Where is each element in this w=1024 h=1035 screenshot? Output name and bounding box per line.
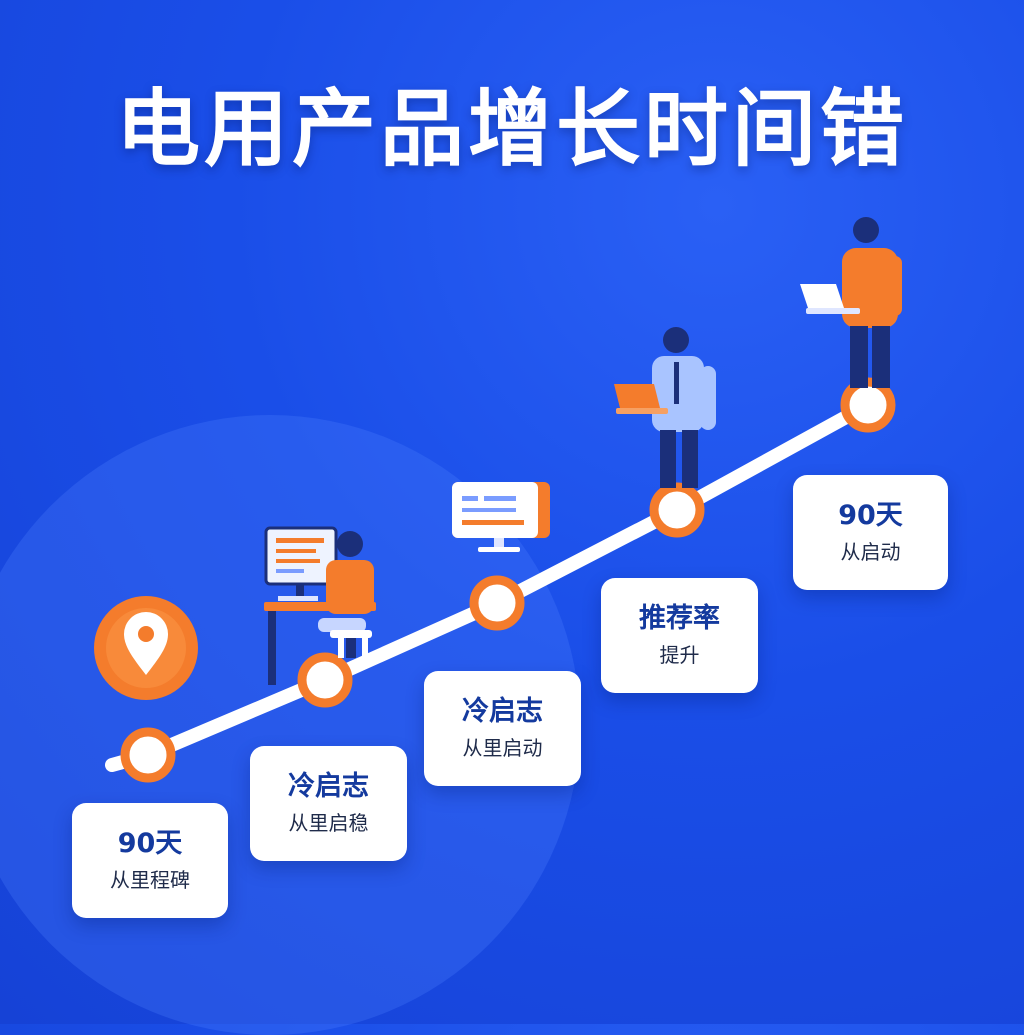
person-at-desk-illustration (264, 526, 376, 685)
timeline-node-5 (840, 377, 896, 433)
milestone-5-subtitle: 从启动 (840, 540, 901, 565)
milestone-1-title: 90天 (117, 827, 183, 859)
person-with-laptop-illustration (614, 327, 716, 488)
milestone-card-2: 冷启志 从里启稳 (250, 746, 407, 861)
milestone-5-title: 90天 (838, 499, 903, 531)
milestone-card-4: 推荐率 提升 (601, 578, 758, 693)
milestone-4-title: 推荐率 (639, 602, 720, 634)
milestone-3-subtitle: 从里启动 (462, 736, 543, 761)
milestone-1-subtitle: 从里程碑 (110, 868, 190, 893)
milestone-4-subtitle: 提升 (659, 643, 700, 668)
timeline-node-4 (649, 482, 705, 538)
timeline-node-2 (297, 652, 353, 708)
timeline-node-3 (469, 575, 525, 631)
milestone-card-1: 90天 从里程碑 (72, 803, 228, 918)
milestone-2-title: 冷启志 (288, 770, 369, 802)
laptop-icon (614, 384, 668, 414)
location-pin-icon (94, 596, 198, 700)
milestone-3-title: 冷启志 (462, 695, 543, 727)
page-title: 电用产品增长时间错 (115, 80, 908, 178)
milestone-card-3: 冷启志 从里启动 (424, 671, 581, 786)
monitor-icon (452, 482, 550, 552)
person-with-laptop-top-illustration (800, 217, 902, 388)
timeline-node-1 (120, 727, 176, 783)
milestone-2-subtitle: 从里启稳 (288, 811, 369, 836)
milestone-card-5: 90天 从启动 (793, 475, 948, 590)
